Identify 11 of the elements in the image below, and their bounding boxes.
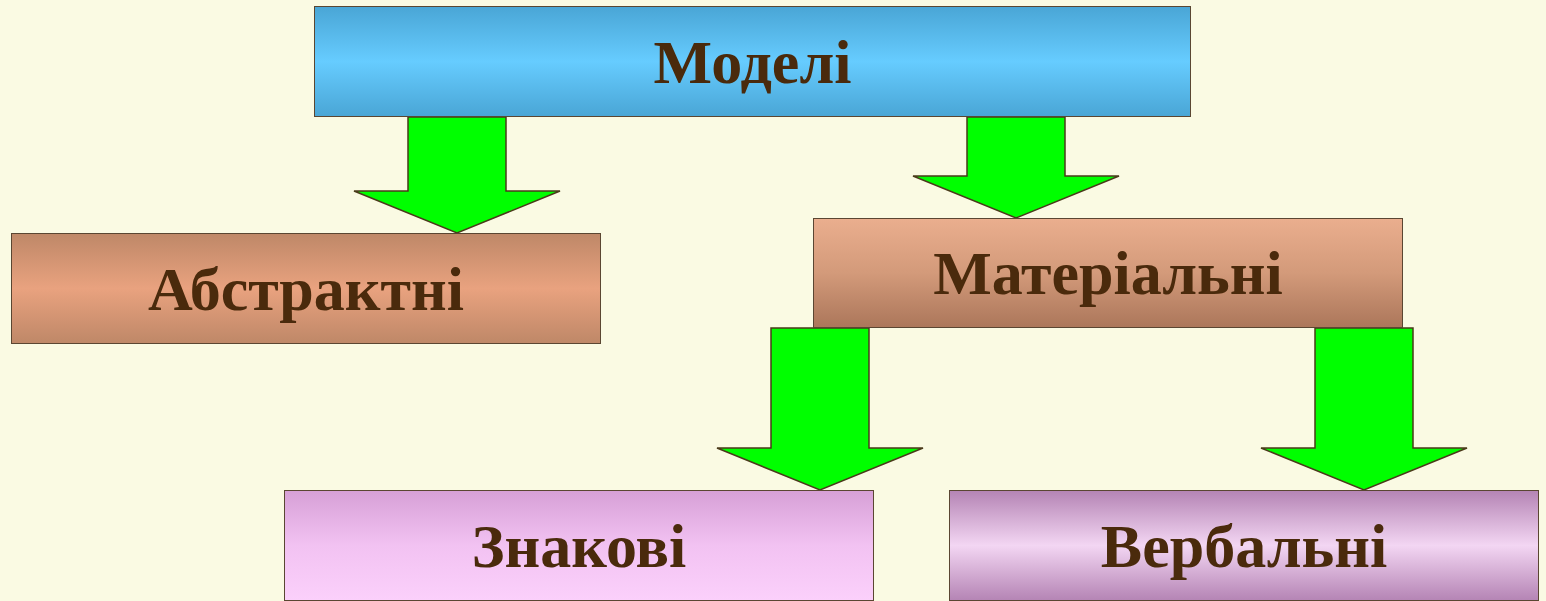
- category-box: [11, 233, 601, 344]
- category-box: [284, 490, 874, 601]
- block-arrow: [716, 327, 924, 491]
- box-label: Моделі: [653, 30, 852, 93]
- block-arrow: [1260, 327, 1468, 491]
- category-box: [949, 490, 1539, 601]
- category-box: [314, 6, 1191, 117]
- block-arrow: [353, 116, 561, 234]
- box-label: Знакові: [471, 514, 687, 577]
- block-arrow: [912, 116, 1120, 219]
- category-box: [813, 218, 1403, 328]
